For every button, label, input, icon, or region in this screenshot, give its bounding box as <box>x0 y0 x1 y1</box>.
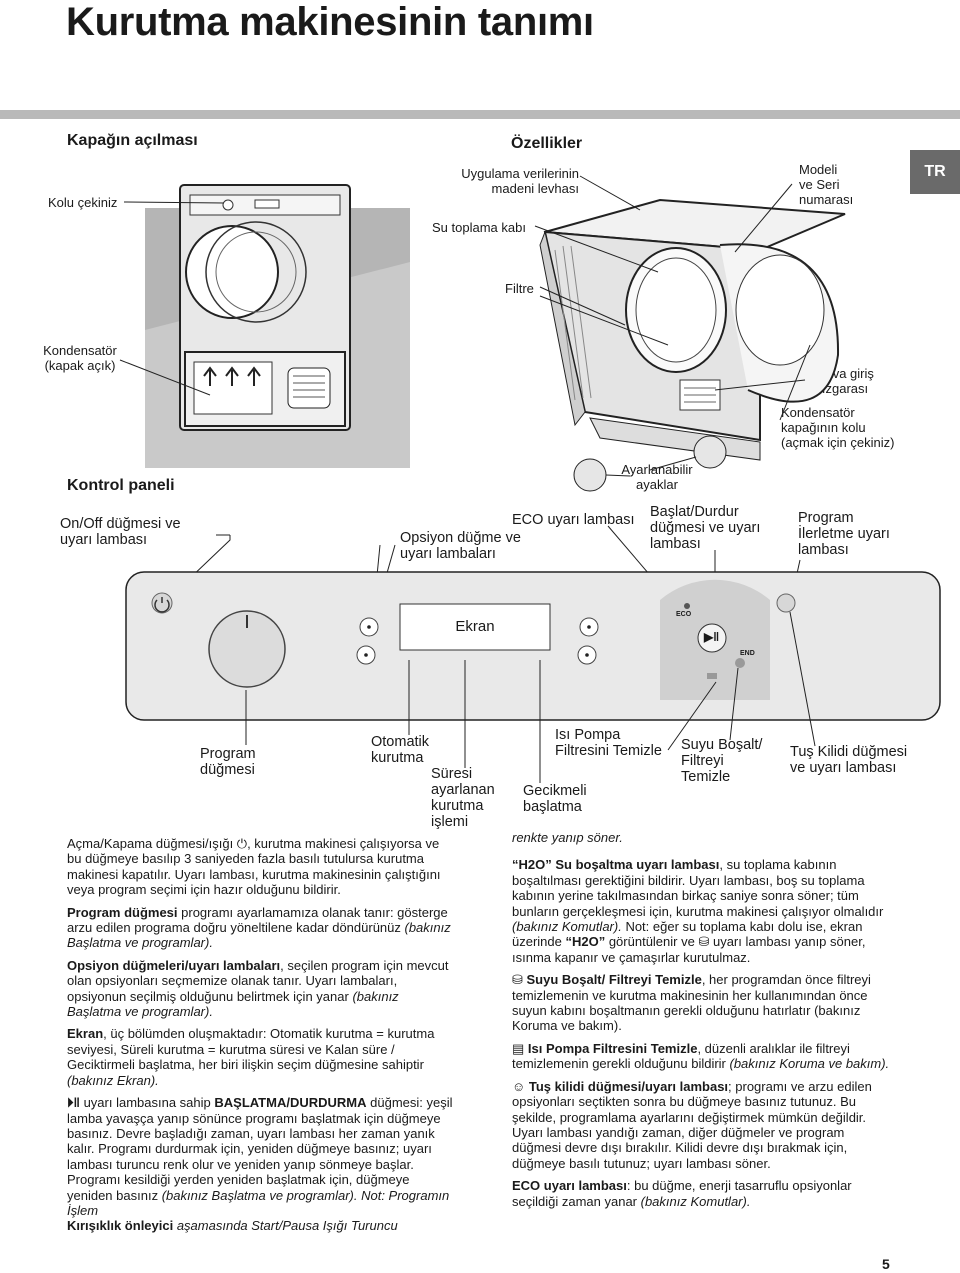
progress-lamp <box>776 593 796 613</box>
start-pause-icon: ⏵‖ <box>67 1095 80 1111</box>
pump-filter-icon: ▤ <box>512 1040 528 1056</box>
filter-label: Filtre <box>505 281 534 296</box>
lock-icon: ☺ <box>512 1078 529 1094</box>
program-knob <box>208 610 286 688</box>
display-window <box>399 603 551 651</box>
drain-icon: ⛁ <box>698 934 710 950</box>
lock-paragraph: ☺ Tuş kilidi düğmesi/uyarı lambası; prog… <box>512 1078 872 1171</box>
right-column: renkte yanıp söner. “H2O” Su boşaltma uy… <box>512 830 892 1216</box>
eco-label: ECO uyarı lambası <box>512 512 635 528</box>
lid-heading: Kapağın açılması <box>67 132 198 149</box>
play-pause-icon: ▶‖ <box>704 630 720 644</box>
display-paragraph: Ekran, üç bölümden oluşmaktadır: Otomati… <box>67 1026 435 1088</box>
water-tank-label: Su toplama kabı <box>432 220 526 235</box>
handle-label: Kolu çekiniz <box>48 195 118 210</box>
onoff-paragraph: Açma/Kapama düğmesi/ışığı ⏻, kurutma mak… <box>67 836 441 898</box>
dryer-front-illustration <box>179 184 351 431</box>
control-heading: Kontrol paneli <box>67 477 175 494</box>
empty-filter-icon: ⛁ <box>512 972 527 988</box>
header-divider <box>0 110 960 119</box>
condenser-label: Kondensatör(kapak açık) <box>43 343 117 373</box>
h2o-paragraph: “H2O” Su boşaltma uyarı lambası, su topl… <box>512 857 884 965</box>
left-column: Açma/Kapama düğmesi/ışığı ⏻, kurutma mak… <box>67 836 453 1241</box>
control-panel-illustration <box>125 571 941 721</box>
diagram-illustrations <box>119 175 941 783</box>
foot-detail-left <box>573 458 607 492</box>
continuation-paragraph: renkte yanıp söner. <box>512 830 623 845</box>
dryer-side-illustration <box>539 198 846 461</box>
language-tab: TR <box>910 150 960 194</box>
page-title: Kurutma makinesinin tanımı <box>66 0 594 44</box>
options-paragraph: Opsiyon düğmeleri/uyarı lambaları, seçil… <box>67 957 449 1020</box>
display-label: Ekran <box>455 618 495 635</box>
eco-mark: ECO <box>676 611 692 618</box>
pump-paragraph: ▤ Isı Pompa Filtresini Temizle, düzenli … <box>512 1040 890 1072</box>
end-mark: END <box>740 650 755 657</box>
eco-paragraph: ECO uyarı lambası: bu düğme, enerji tasa… <box>512 1178 852 1209</box>
features-heading: Özellikler <box>511 135 583 152</box>
start-paragraph: ⏵‖ uyarı lambasına sahip BAŞLATMA/DURDUR… <box>67 1095 453 1234</box>
foot-detail-right <box>693 435 727 469</box>
start-pause-button <box>697 623 727 653</box>
page-number: 5 <box>882 1256 890 1272</box>
program-paragraph: Program düğmesi programı ayarlamamıza ol… <box>67 904 451 951</box>
empty-paragraph: ⛁ Suyu Boşalt/ Filtreyi Temizle, her pro… <box>512 972 871 1034</box>
